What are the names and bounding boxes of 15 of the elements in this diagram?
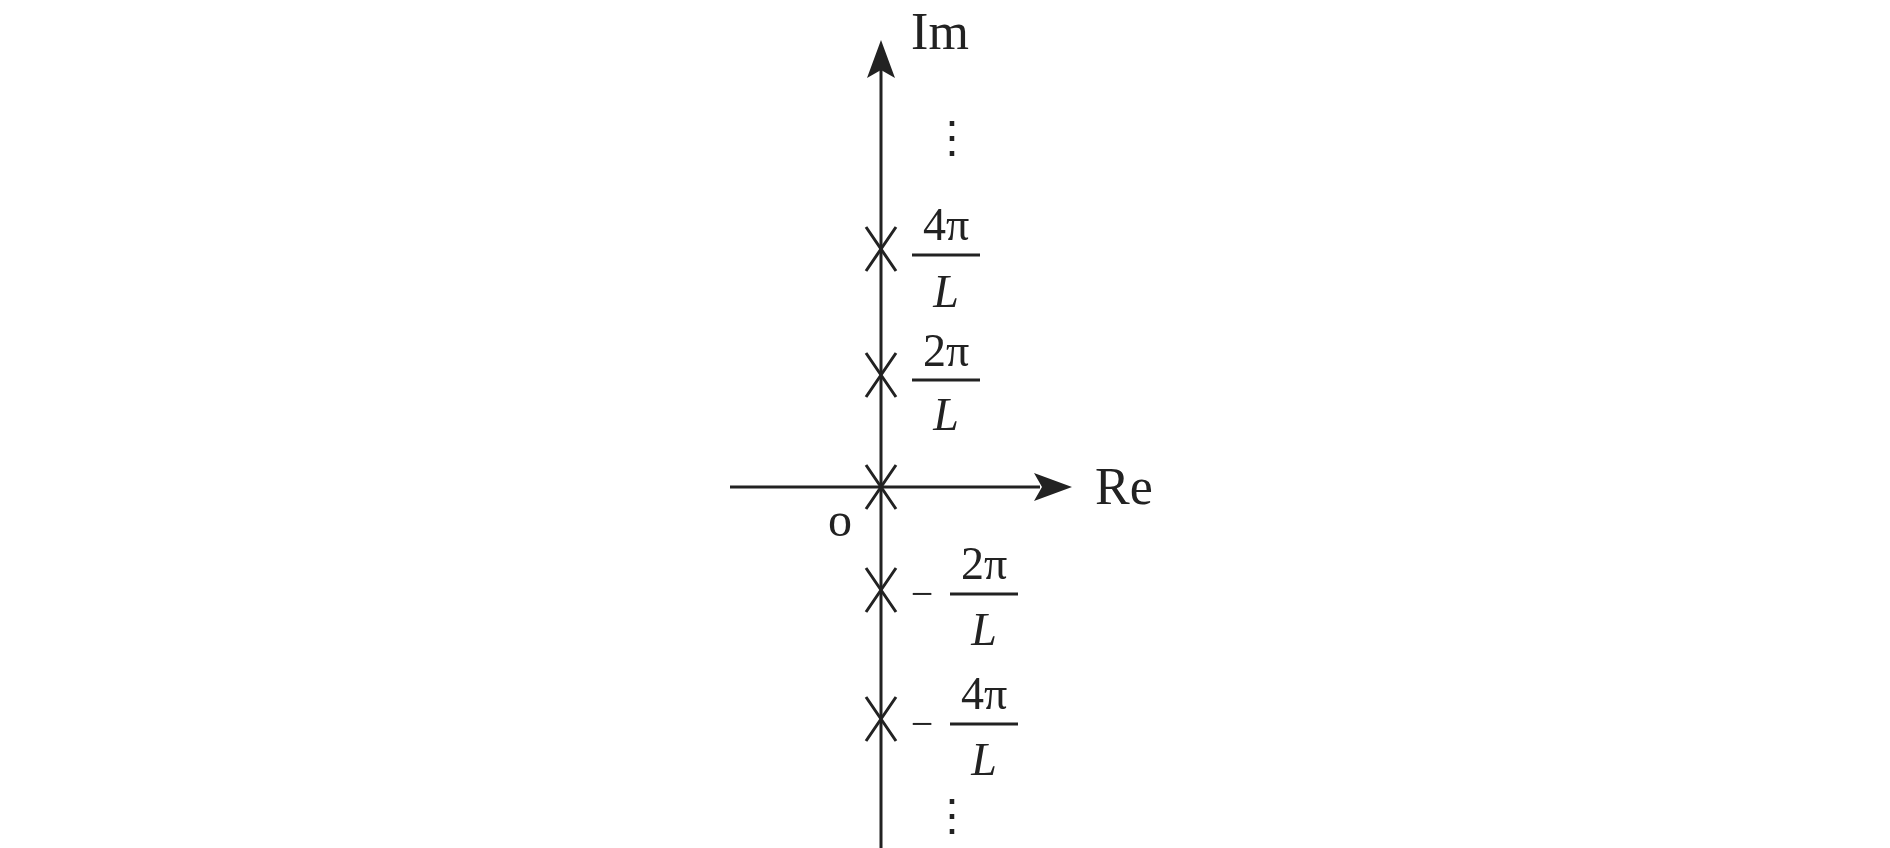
fraction-numerator: 2π [960,541,1008,587]
fraction-numerator: 4π [960,671,1008,717]
fraction-numerator: 4π [922,202,970,248]
axis-label: Re [1095,461,1153,513]
fraction-denominator: L [971,607,997,653]
ellipsis-mark: ⋮ [930,794,974,838]
axis-label: Im [911,6,969,58]
ellipsis-mark: ⋮ [930,116,974,160]
origin-label: o [828,496,852,544]
minus-sign: − [910,704,934,744]
fraction-denominator: L [933,269,959,315]
minus-sign: − [910,574,934,614]
fraction-numerator: 2π [922,328,970,374]
fraction-denominator: L [971,737,997,783]
fraction-denominator: L [933,392,959,438]
